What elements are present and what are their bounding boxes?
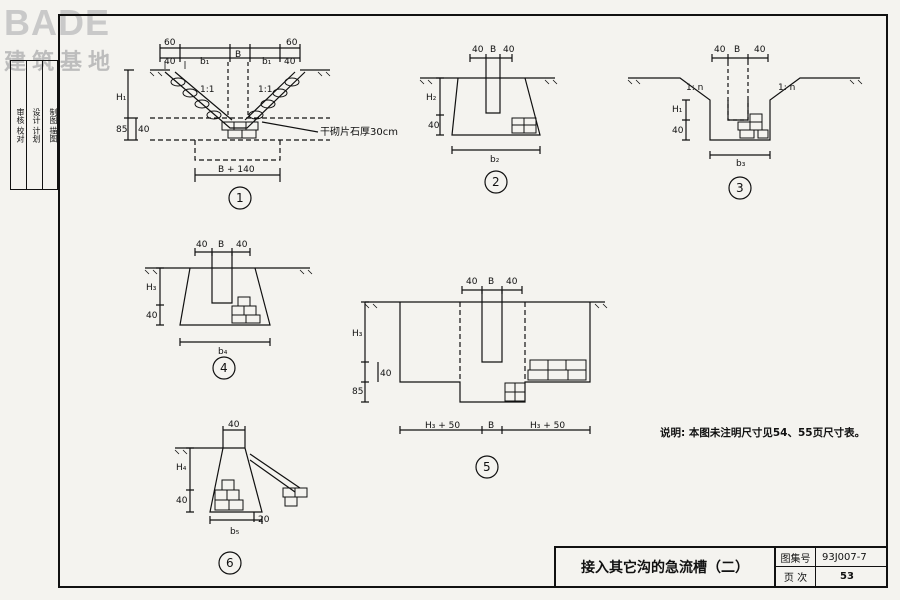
note-text: 说明: 本图未注明尺寸见54、55页尺寸表。 — [660, 427, 866, 439]
d1-b1-right: b₁ — [262, 57, 272, 67]
d1-b1-left: b₁ — [200, 57, 210, 67]
d6-number: 6 — [226, 556, 234, 570]
d3-dim-40: 40 — [672, 126, 684, 136]
drawing-6 — [174, 426, 308, 575]
d5-H3: H₃ — [352, 329, 363, 339]
atlas-row: 图集号 93J007-7 — [776, 548, 886, 567]
sidebar-col-2: 设计 计划 — [27, 61, 43, 189]
d3-b3: b₃ — [736, 159, 746, 169]
d1-number: 1 — [236, 191, 244, 205]
d1-slope-right: 1:1 — [258, 85, 272, 95]
d2-dim-40a: 40 — [472, 45, 484, 55]
d5-dim-40a: 40 — [466, 277, 478, 287]
page-row: 页 次 53 — [776, 567, 886, 586]
d6-dim-40: 40 — [228, 420, 240, 430]
d1-bottom-dim: B + 140 — [218, 165, 255, 175]
d1-slope-left: 1:1 — [200, 85, 214, 95]
d3-slope-left: 1: n — [686, 83, 703, 93]
d5-dim-85: 85 — [352, 387, 363, 397]
drawing-1 — [124, 44, 331, 210]
d4-dim-40b: 40 — [236, 240, 248, 250]
d1-B: B — [235, 50, 241, 60]
page-value: 53 — [840, 571, 854, 582]
d4-B: B — [218, 240, 224, 250]
approval-sidebar: 审核 校对 设计 计划 制图 描图 — [10, 60, 58, 190]
sidebar-col-1: 审核 校对 — [11, 61, 27, 189]
d3-B: B — [734, 45, 740, 55]
d1-dim-85: 85 — [116, 125, 127, 135]
d5-mid-dim: B — [488, 421, 494, 431]
d6-dim-40v: 40 — [176, 496, 188, 506]
d5-number: 5 — [483, 460, 491, 474]
d2-dim-40b: 40 — [503, 45, 515, 55]
d1-H1: H₁ — [116, 93, 127, 103]
drawing-3 — [627, 54, 863, 200]
d4-number: 4 — [220, 361, 228, 375]
d4-H3: H₃ — [146, 283, 157, 293]
d1-dim-60a: 60 — [164, 38, 176, 48]
d1-dim-40a: 40 — [164, 57, 176, 67]
d6-b5: b₅ — [230, 527, 240, 537]
atlas-label: 图集号 — [776, 548, 816, 566]
drawing-frame — [58, 14, 888, 588]
drawing-5 — [361, 286, 608, 479]
d3-dim-40b: 40 — [754, 45, 766, 55]
logo-latin: BADE — [4, 2, 111, 43]
d1-dim-60b: 60 — [286, 38, 298, 48]
d2-H2: H₂ — [426, 93, 437, 103]
d1-dim-40b: 40 — [284, 57, 296, 67]
d3-dim-40a: 40 — [714, 45, 726, 55]
d4-b4: b₄ — [218, 347, 228, 357]
title-block: 接入其它沟的急流槽（二） 图集号 93J007-7 页 次 53 — [554, 546, 888, 588]
d1-callout: 干砌片石厚30cm — [320, 125, 398, 138]
d5-dim-40b: 40 — [506, 277, 518, 287]
atlas-value: 93J007-7 — [822, 551, 867, 563]
d6-H4: H₄ — [176, 463, 187, 473]
d1-dim-40: 40 — [138, 125, 150, 135]
d5-right-dim: H₃ + 50 — [530, 421, 565, 431]
d5-dim-40: 40 — [380, 369, 392, 379]
d4-dim-40a: 40 — [196, 240, 208, 250]
d2-b2: b₂ — [490, 155, 500, 165]
sidebar-col-3: 制图 描图 — [49, 107, 58, 143]
d6-dim-20: 20 — [258, 515, 270, 525]
d3-slope-right: 1: n — [778, 83, 795, 93]
drawing-4 — [144, 248, 313, 380]
d2-number: 2 — [492, 175, 500, 189]
d3-number: 3 — [736, 181, 744, 195]
drawing-2 — [419, 54, 558, 194]
drawing-title: 接入其它沟的急流槽（二） — [556, 548, 776, 586]
d3-H1: H₁ — [672, 105, 683, 115]
d5-B: B — [488, 277, 494, 287]
page-label: 页 次 — [776, 567, 816, 586]
d4-dim-40: 40 — [146, 311, 158, 321]
d5-left-dim: H₃ + 50 — [425, 421, 460, 431]
d2-dim-40: 40 — [428, 121, 440, 131]
d2-B: B — [490, 45, 496, 55]
